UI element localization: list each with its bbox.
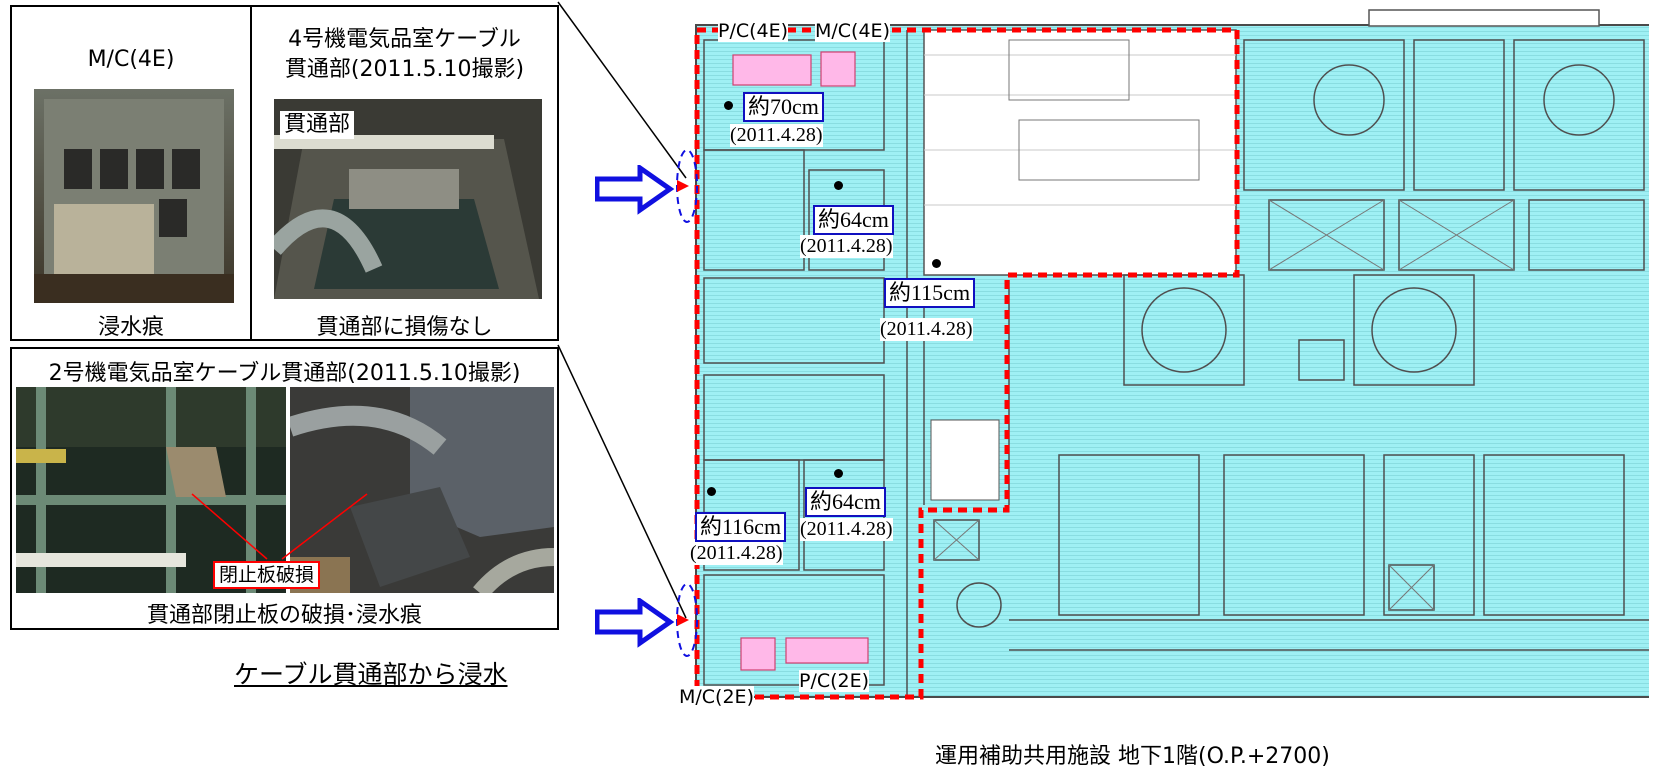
damage-pointer-lines	[191, 493, 368, 560]
level-dot	[724, 101, 733, 110]
headline: ケーブル貫通部から浸水	[234, 660, 508, 689]
level-dot	[834, 469, 843, 478]
water-level-date: (2011.4.28)	[730, 124, 823, 147]
unit4-photo-tag: 貫通部	[280, 111, 355, 139]
water-level: 約64cm	[813, 205, 894, 235]
photo-panel-bottom: 2号機電気品室ケーブル貫通部(2011.5.10撮影) 閉止板破損 貫通部閉止板…	[10, 347, 559, 630]
mc2e-label: M/C(2E)	[679, 686, 754, 708]
water-level-date: (2011.4.28)	[800, 518, 893, 541]
water-level: 約116cm	[695, 512, 787, 542]
water-level: 約70cm	[743, 92, 824, 122]
water-level-date: (2011.4.28)	[880, 318, 973, 341]
inflow-arrow-upper	[595, 165, 675, 215]
pc2e-label: P/C(2E)	[799, 670, 870, 692]
unit2-photo-caption: 貫通部閉止板の破損･浸水痕	[146, 603, 422, 628]
panel-divider	[250, 7, 252, 339]
mc4e-photo	[34, 89, 234, 303]
mc4e-photo-caption: 浸水痕	[97, 315, 164, 340]
unit2-photo-title: 2号機電気品室ケーブル貫通部(2011.5.10撮影)	[48, 361, 521, 386]
level-dot	[834, 181, 843, 190]
plan-caption: 運用補助共用施設 地下1階(O.P.+2700)	[935, 744, 1330, 769]
water-level-date: (2011.4.28)	[800, 235, 893, 258]
pc4e-label: P/C(4E)	[718, 20, 789, 42]
floor-plan	[676, 9, 1649, 700]
photo-panel-top: M/C(4E) 浸水痕 4号機電気品室ケーブル 貫通部(2011.5.10撮影)	[10, 5, 559, 341]
damage-tag: 閉止板破損	[213, 561, 321, 589]
water-level-date: (2011.4.28)	[690, 542, 783, 565]
mc4e-label: M/C(4E)	[815, 20, 890, 42]
unit2-photo-left	[16, 387, 286, 593]
water-level: 約64cm	[805, 487, 886, 517]
level-dot	[932, 259, 941, 268]
unit4-photo-caption: 貫通部に損傷なし	[316, 315, 493, 340]
unit4-photo-title-line1: 4号機電気品室ケーブル	[288, 27, 521, 52]
mc4e-photo-title: M/C(4E)	[87, 47, 175, 72]
water-level: 約115cm	[884, 278, 976, 308]
unit4-photo: 貫通部	[274, 99, 542, 299]
level-dot	[707, 487, 716, 496]
inflow-arrow-lower	[595, 598, 675, 648]
unit4-photo-title-line2: 貫通部(2011.5.10撮影)	[284, 57, 525, 82]
